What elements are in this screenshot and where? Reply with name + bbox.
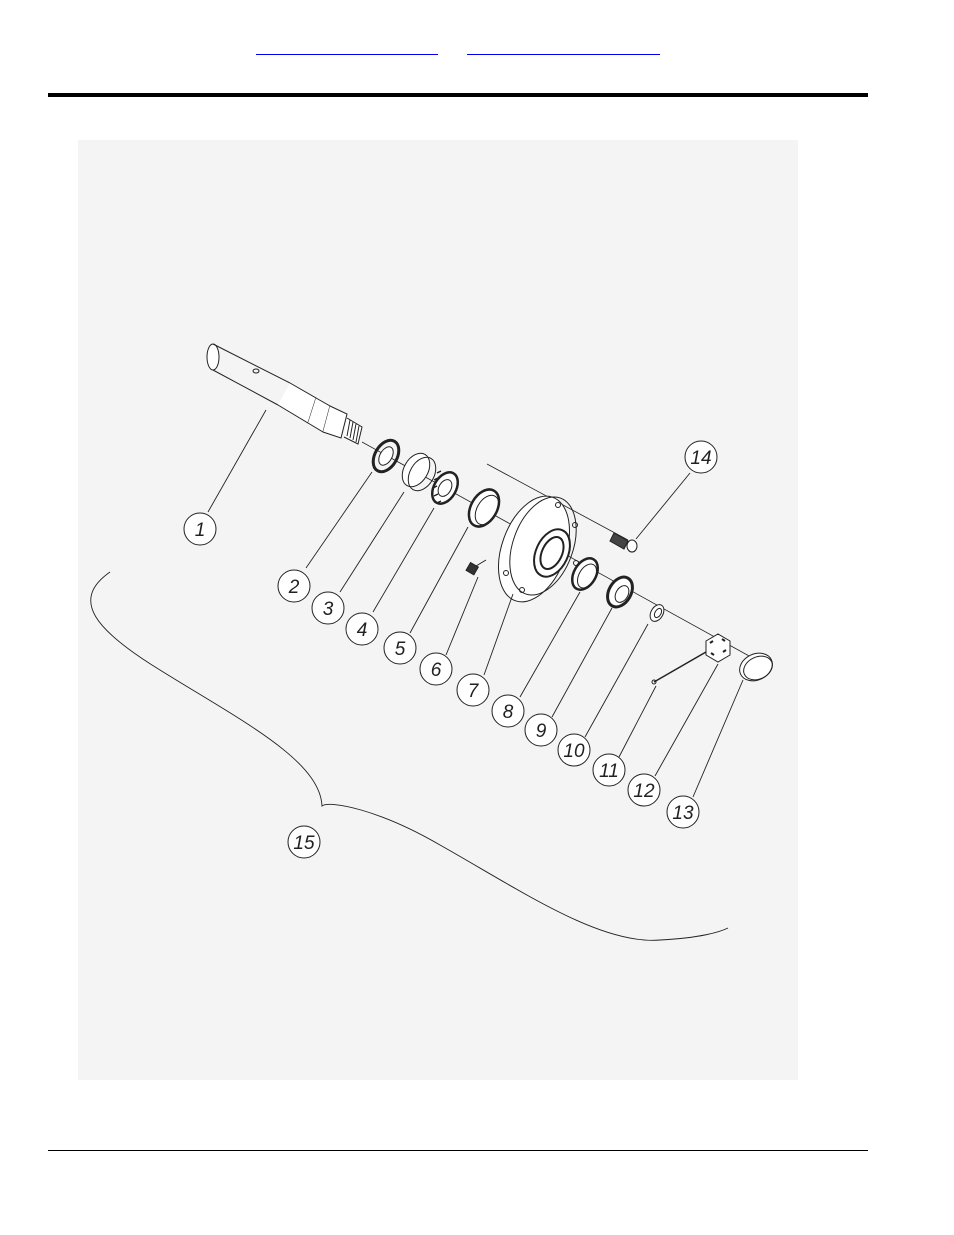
spindle-part — [207, 344, 362, 444]
hub-part — [485, 486, 589, 611]
callout-group: 1 2 3 4 5 6 7 8 9 10 11 12 13 14 15 — [184, 441, 717, 858]
cotter-pin-part — [652, 652, 706, 684]
washer-part — [647, 602, 666, 624]
bearing-cone-part — [427, 468, 463, 508]
footer-rule — [48, 1150, 868, 1151]
castle-nut-part — [706, 634, 730, 662]
callout-label: 1 — [195, 520, 206, 541]
callout-label: 7 — [468, 681, 480, 702]
dust-cap-part — [735, 648, 777, 686]
leader-lines — [208, 410, 743, 797]
callout-label: 8 — [503, 702, 514, 723]
callout-label: 12 — [633, 781, 655, 802]
callout-label: 15 — [293, 833, 315, 854]
callout-label: 4 — [357, 620, 368, 641]
inner-bearing-cone-part — [602, 573, 637, 612]
callout-label: 6 — [431, 660, 442, 681]
assembly-bracket — [91, 572, 728, 940]
callout-label: 11 — [599, 761, 619, 782]
seal-part — [368, 436, 404, 476]
grease-fitting-part — [466, 560, 486, 575]
wheel-bolt-part — [610, 533, 637, 552]
callout-label: 2 — [288, 577, 300, 598]
callout-label: 3 — [323, 599, 334, 620]
callout-label: 13 — [672, 803, 694, 824]
callout-label: 10 — [563, 741, 585, 762]
outer-bearing-cup-part — [463, 484, 506, 532]
callout-label: 9 — [536, 721, 547, 742]
callout-label: 5 — [395, 639, 406, 660]
inner-bearing-cup-part — [567, 554, 603, 594]
callout-label: 14 — [690, 448, 711, 469]
